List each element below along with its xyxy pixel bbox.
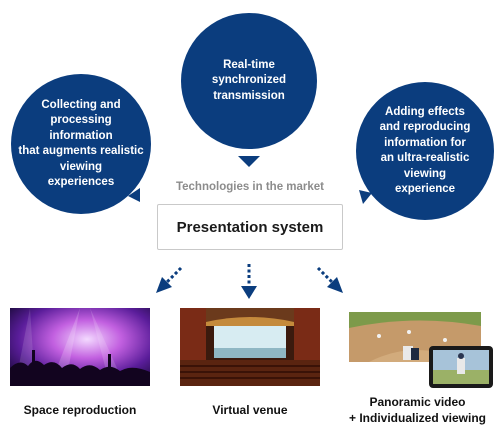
arrow-right-icon [316, 266, 335, 285]
caption-space-reproduction: Space reproduction [23, 403, 137, 417]
caption-panoramic-video: Panoramic video + Individualized viewing [348, 395, 487, 425]
technologies-label: Technologies in the market [175, 181, 325, 193]
concert-photo [10, 308, 150, 386]
caption-virtual-venue: Virtual venue [212, 403, 288, 417]
circle-adding-effects: Adding effects and reproducing informati… [356, 82, 494, 220]
pointer-right-icon [359, 190, 372, 204]
pointer-left-icon [128, 188, 140, 202]
pointer-top-icon [238, 156, 260, 167]
presentation-system-box: Presentation system [157, 204, 343, 250]
circle-collecting-information: Collecting and processing information th… [11, 74, 151, 214]
arrow-left-icon [164, 266, 183, 285]
theater-photo [180, 308, 320, 386]
circle-top-text: Real-time synchronized transmission [211, 58, 287, 102]
circle-realtime-transmission: Real-time synchronized transmission [181, 13, 317, 149]
circle-left-text: Collecting and processing information th… [18, 98, 144, 189]
circle-right-text: Adding effects and reproducing informati… [379, 105, 471, 196]
baseball-tablet-photo [349, 312, 497, 388]
presentation-system-label: Presentation system [176, 218, 324, 236]
